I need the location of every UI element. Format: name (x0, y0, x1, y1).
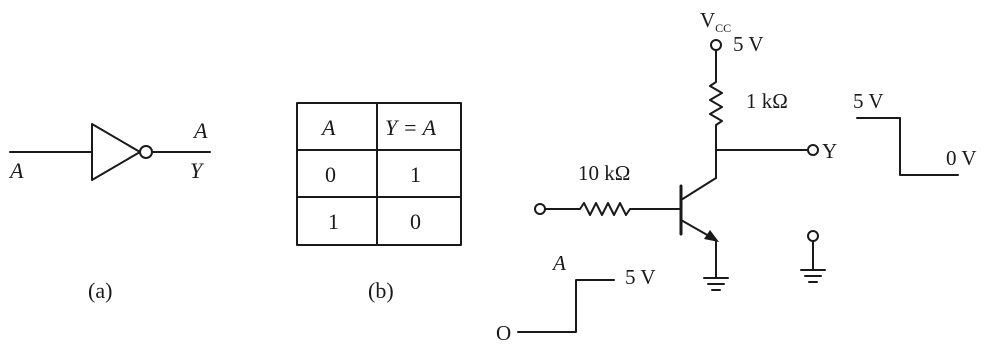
table-cell: 0 (410, 209, 421, 234)
input-waveform (517, 279, 615, 333)
input-terminal (534, 203, 546, 215)
gate-inversion-bubble (139, 145, 153, 159)
ground-icon (703, 277, 729, 291)
base-resistor (544, 202, 682, 216)
output-waveform (856, 117, 959, 176)
output-terminal (807, 144, 819, 156)
gate-output-label: Y (190, 158, 205, 183)
transistor-collector (680, 177, 717, 201)
input-high-label: 5 V (625, 265, 656, 289)
transistor-circuit: VCC 5 V 1 kΩ Y 10 kΩ (496, 8, 977, 345)
table-header-a: A (320, 115, 336, 140)
output-high-label: 5 V (853, 89, 884, 113)
caption-b: (b) (368, 278, 394, 303)
supply-terminal (710, 39, 722, 51)
truth-table: A Y = A 0 1 1 0 (b) (296, 102, 462, 303)
table-cell: 1 (328, 209, 339, 234)
table-cell: 0 (325, 162, 336, 187)
table-border (296, 102, 462, 246)
gate-output-top-label: A (192, 118, 208, 143)
collector-resistor (709, 49, 723, 179)
emitter-arrow (704, 230, 719, 242)
collector-resistor-label: 1 kΩ (746, 89, 788, 113)
supply-label: VCC (700, 8, 731, 35)
gate-input-label: A (8, 158, 24, 183)
table-cell: 1 (410, 162, 421, 187)
output-low-label: 0 V (946, 146, 977, 170)
not-gate: A A Y (a) (8, 118, 211, 303)
base-resistor-label: 10 kΩ (578, 161, 630, 185)
output-label: Y (822, 139, 837, 163)
supply-voltage: 5 V (733, 32, 764, 56)
input-waveform-label: A (551, 251, 566, 275)
ground-icon (800, 269, 826, 283)
input-low-label: O (496, 321, 511, 345)
caption-a: (a) (88, 278, 112, 303)
gate-triangle (91, 123, 141, 181)
table-header-y: Y = A (385, 115, 437, 140)
reference-terminal (807, 230, 819, 242)
